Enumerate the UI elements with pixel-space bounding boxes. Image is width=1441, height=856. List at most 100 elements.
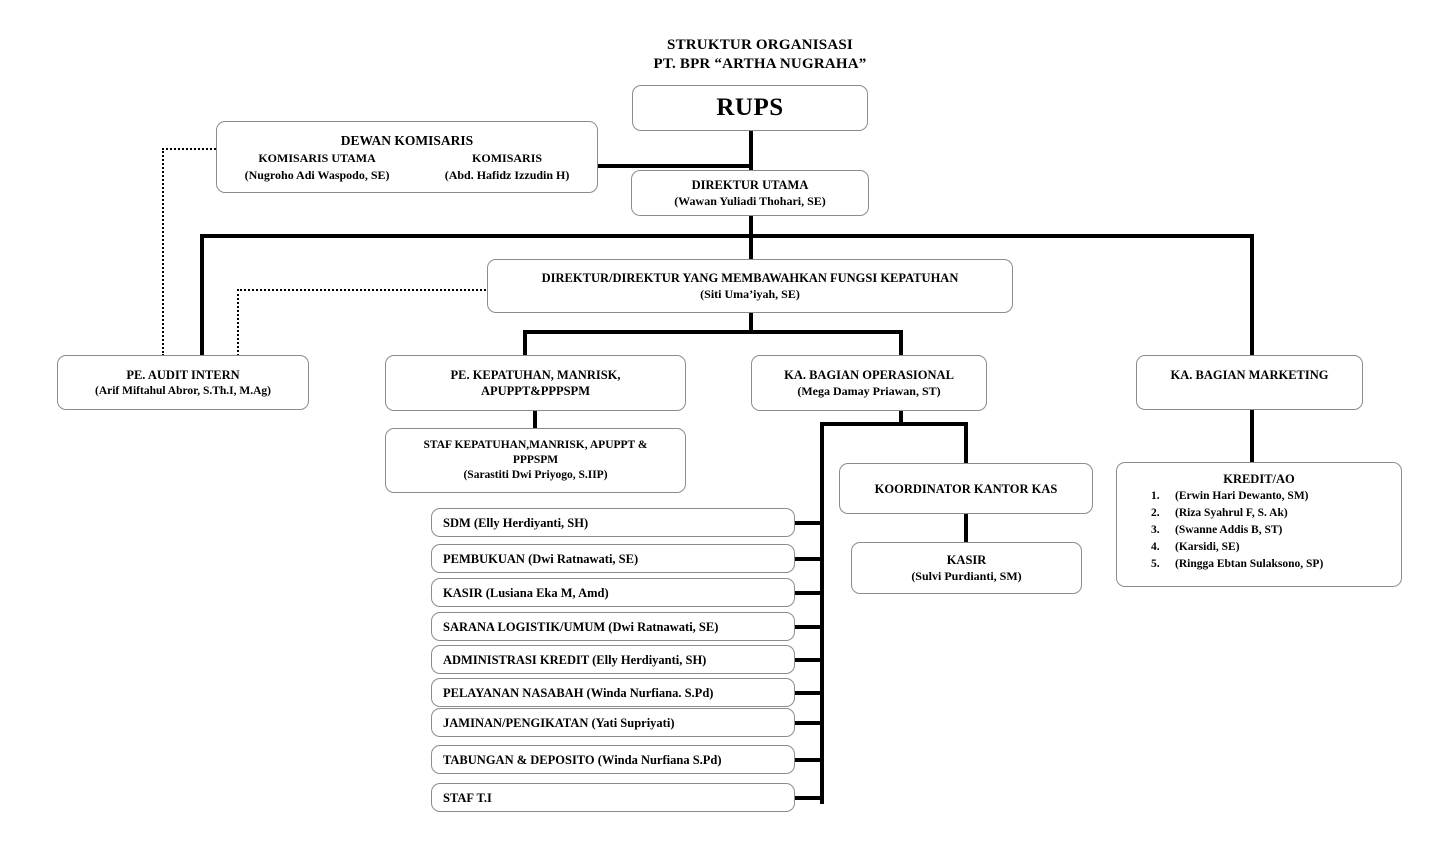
staf-kepatuhan-line-2: PPPSPM	[512, 454, 559, 466]
kredit-ao-list: 1. (Erwin Hari Dewanto, SM) 2. (Riza Sya…	[1117, 488, 1401, 573]
node-unit-kasir[interactable]: KASIR (Lusiana Eka M, Amd)	[431, 578, 795, 607]
list-item: 3. (Swanne Addis B, ST)	[1117, 522, 1401, 539]
connector-trunk-to-unit-pembukuan	[793, 557, 822, 561]
node-unit-pembukuan[interactable]: PEMBUKUAN (Dwi Ratnawati, SE)	[431, 544, 795, 573]
node-unit-pelayanan-nasabah[interactable]: PELAYANAN NASABAH (Winda Nurfiana. S.Pd)	[431, 678, 795, 707]
connector-bus-to-direktur-kepatuhan	[749, 234, 753, 260]
list-item: 5. (Ringga Ebtan Sulaksono, SP)	[1117, 556, 1401, 573]
komisaris-title: KOMISARIS	[472, 150, 543, 165]
node-rups[interactable]: RUPS	[632, 85, 868, 131]
node-kasir-kantor-kas[interactable]: KASIR (Sulvi Purdianti, SM)	[851, 542, 1082, 594]
sub-horizontal-bus	[523, 330, 903, 334]
kredit-ao-item-name: (Riza Syahrul F, S. Ak)	[1175, 507, 1288, 519]
kredit-ao-item-number: 3.	[1151, 524, 1160, 536]
connector-rups-to-direktur-utama	[749, 130, 753, 170]
kredit-ao-item-name: (Erwin Hari Dewanto, SM)	[1175, 490, 1309, 502]
connector-trunk-to-unit-tabungan-deposito	[793, 758, 822, 762]
connector-komisaris-to-direktur-utama	[597, 164, 751, 168]
dotted-connector-kepatuhan-horizontal	[237, 289, 489, 291]
connector-operasional-split	[820, 422, 968, 426]
node-ka-operasional[interactable]: KA. BAGIAN OPERASIONAL (Mega Damay Priaw…	[751, 355, 987, 411]
connector-bus-to-audit-intern	[200, 234, 204, 355]
ka-operasional-name: (Mega Damay Priawan, ST)	[797, 384, 941, 398]
direktur-kepatuhan-label: DIREKTUR/DIREKTUR YANG MEMBAWAHKAN FUNGS…	[541, 271, 959, 285]
title-line-1: STRUKTUR ORGANISASI	[667, 37, 853, 53]
unit-label: SDM (Elly Herdiyanti, SH)	[443, 515, 589, 530]
komisaris-name: (Abd. Hafidz Izzudin H)	[444, 167, 570, 182]
ka-marketing-label: KA. BAGIAN MARKETING	[1170, 368, 1329, 382]
node-direktur-utama[interactable]: DIREKTUR UTAMA (Wawan Yuliadi Thohari, S…	[631, 170, 869, 216]
kasir-kantor-kas-name: (Sulvi Purdianti, SM)	[911, 569, 1022, 583]
connector-trunk-to-unit-pelayanan-nasabah	[793, 691, 822, 695]
node-unit-administrasi-kredit[interactable]: ADMINISTRASI KREDIT (Elly Herdiyanti, SH…	[431, 645, 795, 674]
connector-trunk-to-unit-sdm	[793, 521, 822, 525]
unit-label: TABUNGAN & DEPOSITO (Winda Nurfiana S.Pd…	[443, 752, 722, 767]
operational-units-trunk	[820, 422, 824, 804]
connector-subbus-to-pe-kepatuhan	[523, 330, 527, 355]
kredit-ao-item-number: 4.	[1151, 541, 1160, 553]
staf-kepatuhan-name: (Sarastiti Dwi Priyogo, S.IIP)	[463, 469, 608, 481]
kredit-ao-heading: KREDIT/AO	[1223, 472, 1295, 486]
node-ka-marketing[interactable]: KA. BAGIAN MARKETING	[1136, 355, 1363, 410]
dewan-komisaris-columns: KOMISARIS UTAMA (Nugroho Adi Waspodo, SE…	[217, 150, 597, 184]
connector-to-koordinator-kantor-kas	[964, 422, 968, 464]
node-direktur-kepatuhan[interactable]: DIREKTUR/DIREKTUR YANG MEMBAWAHKAN FUNGS…	[487, 259, 1013, 313]
direktur-kepatuhan-name: (Siti Uma’iyah, SE)	[700, 287, 800, 301]
pe-kepatuhan-line-1: PE. KEPATUHAN, MANRISK,	[450, 368, 621, 382]
audit-intern-label: PE. AUDIT INTERN	[126, 367, 240, 382]
node-unit-sarana-logistik[interactable]: SARANA LOGISTIK/UMUM (Dwi Ratnawati, SE)	[431, 612, 795, 641]
connector-subbus-to-ka-operasional	[899, 330, 903, 355]
title-line-2: PT. BPR “ARTHA NUGRAHA”	[653, 56, 867, 72]
node-unit-staf-ti[interactable]: STAF T.I	[431, 783, 795, 812]
kredit-ao-item-number: 2.	[1151, 507, 1160, 519]
kredit-ao-item-name: (Swanne Addis B, ST)	[1175, 524, 1283, 536]
node-unit-jaminan-pengikatan[interactable]: JAMINAN/PENGIKATAN (Yati Supriyati)	[431, 708, 795, 737]
audit-intern-name: (Arif Miftahul Abror, S.Th.I, M.Ag)	[94, 384, 272, 397]
unit-label: SARANA LOGISTIK/UMUM (Dwi Ratnawati, SE)	[443, 619, 719, 634]
komisaris-column: KOMISARIS (Abd. Hafidz Izzudin H)	[445, 150, 570, 184]
node-unit-tabungan-deposito[interactable]: TABUNGAN & DEPOSITO (Winda Nurfiana S.Pd…	[431, 745, 795, 774]
dewan-komisaris-heading: DEWAN KOMISARIS	[340, 132, 474, 148]
dotted-connector-komisaris-horizontal	[162, 148, 220, 150]
unit-label: PEMBUKUAN (Dwi Ratnawati, SE)	[443, 551, 639, 566]
node-dewan-komisaris[interactable]: DEWAN KOMISARIS KOMISARIS UTAMA (Nugroho…	[216, 121, 598, 193]
unit-label: KASIR (Lusiana Eka M, Amd)	[443, 585, 609, 600]
connector-trunk-to-unit-administrasi-kredit	[793, 658, 822, 662]
connector-direktur-utama-to-bus	[749, 215, 753, 238]
kredit-ao-item-name: (Ringga Ebtan Sulaksono, SP)	[1175, 558, 1324, 570]
kredit-ao-item-name: (Karsidi, SE)	[1175, 541, 1240, 553]
ka-operasional-label: KA. BAGIAN OPERASIONAL	[784, 368, 954, 382]
node-kredit-ao[interactable]: KREDIT/AO 1. (Erwin Hari Dewanto, SM) 2.…	[1116, 462, 1402, 587]
dotted-connector-kepatuhan-vertical	[237, 289, 239, 356]
direktur-utama-name: (Wawan Yuliadi Thohari, SE)	[674, 194, 826, 208]
staf-kepatuhan-line-1: STAF KEPATUHAN,MANRISK, APUPPT &	[423, 439, 648, 451]
node-koordinator-kantor-kas[interactable]: KOORDINATOR KANTOR KAS	[839, 463, 1093, 514]
pe-kepatuhan-line-2: APUPPT&PPPSPM	[480, 384, 590, 398]
connector-trunk-to-unit-jaminan-pengikatan	[793, 721, 822, 725]
komisaris-utama-title: KOMISARIS UTAMA	[258, 150, 376, 165]
kredit-ao-item-number: 5.	[1151, 558, 1160, 570]
main-horizontal-bus	[200, 234, 1254, 238]
rups-label: RUPS	[716, 94, 784, 121]
unit-label: JAMINAN/PENGIKATAN (Yati Supriyati)	[443, 715, 675, 730]
koordinator-kantor-kas-label: KOORDINATOR KANTOR KAS	[874, 481, 1058, 496]
node-audit-intern[interactable]: PE. AUDIT INTERN (Arif Miftahul Abror, S…	[57, 355, 309, 410]
direktur-utama-label: DIREKTUR UTAMA	[691, 178, 809, 192]
komisaris-utama-name: (Nugroho Adi Waspodo, SE)	[244, 167, 390, 182]
connector-kepatuhan-to-subbus	[749, 313, 753, 332]
connector-trunk-to-unit-kasir	[793, 591, 822, 595]
unit-label: ADMINISTRASI KREDIT (Elly Herdiyanti, SH…	[443, 652, 707, 667]
dotted-connector-komisaris-vertical	[162, 148, 164, 356]
connector-trunk-to-unit-sarana-logistik	[793, 625, 822, 629]
node-staf-kepatuhan[interactable]: STAF KEPATUHAN,MANRISK, APUPPT & PPPSPM …	[385, 428, 686, 493]
kredit-ao-item-number: 1.	[1151, 490, 1160, 502]
komisaris-utama-column: KOMISARIS UTAMA (Nugroho Adi Waspodo, SE…	[245, 150, 390, 184]
node-unit-sdm[interactable]: SDM (Elly Herdiyanti, SH)	[431, 508, 795, 537]
connector-ka-operasional-down	[899, 411, 903, 424]
connector-pe-kepatuhan-to-staf	[533, 411, 537, 428]
node-pe-kepatuhan[interactable]: PE. KEPATUHAN, MANRISK, APUPPT&PPPSPM	[385, 355, 686, 411]
connector-trunk-to-unit-staf-ti	[793, 796, 822, 800]
page-title: STRUKTUR ORGANISASI PT. BPR “ARTHA NUGRA…	[600, 36, 920, 74]
list-item: 4. (Karsidi, SE)	[1117, 539, 1401, 556]
